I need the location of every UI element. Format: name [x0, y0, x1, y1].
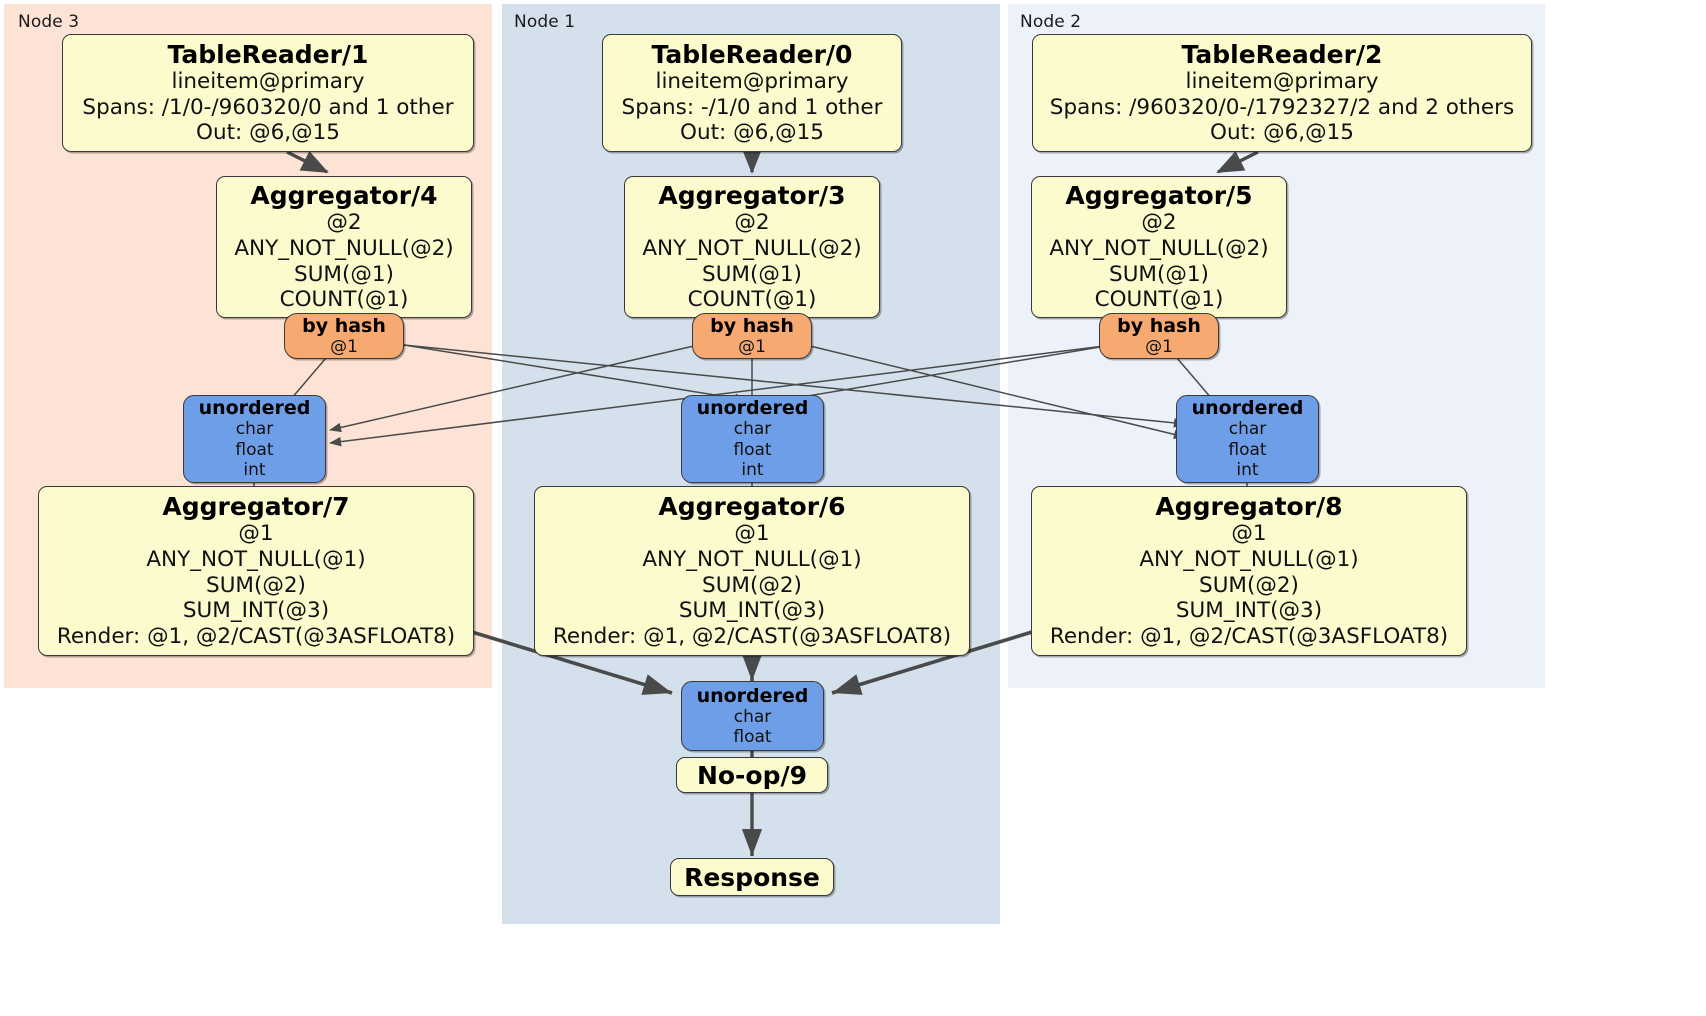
synchronizer-unordered-node3-title: unordered	[198, 397, 311, 420]
aggregator-7-title: Aggregator/7	[162, 492, 350, 521]
node-panel-label-node1: Node 1	[514, 12, 576, 32]
synchronizer-unordered-node2[interactable]: unordered char float int	[1176, 395, 1319, 483]
table-reader-1-out: Out: @6,@15	[196, 120, 340, 146]
aggregator-5-agg1: ANY_NOT_NULL(@2)	[1049, 235, 1269, 261]
table-reader-0[interactable]: TableReader/0 lineitem@primary Spans: -/…	[602, 34, 902, 152]
router-by-hash-node3[interactable]: by hash @1	[284, 313, 404, 359]
no-op-9[interactable]: No-op/9	[676, 757, 828, 793]
response-node-title: Response	[684, 862, 820, 892]
aggregator-7[interactable]: Aggregator/7 @1 ANY_NOT_NULL(@1) SUM(@2)…	[38, 486, 474, 656]
aggregator-5-title: Aggregator/5	[1065, 180, 1253, 210]
aggregator-4-agg1: ANY_NOT_NULL(@2)	[234, 235, 454, 261]
final-synchronizer-type-2: float	[733, 727, 772, 748]
table-reader-1-title: TableReader/1	[167, 39, 369, 69]
aggregator-4-group: @2	[326, 209, 362, 235]
aggregator-8-group: @1	[1231, 521, 1267, 546]
aggregator-3-agg1: ANY_NOT_NULL(@2)	[642, 235, 862, 261]
synchronizer-unordered-node2-type-2: float	[1228, 439, 1267, 460]
router-by-hash-node2-column: @1	[1145, 336, 1173, 357]
aggregator-6-agg3: SUM_INT(@3)	[678, 598, 826, 624]
table-reader-0-title: TableReader/0	[651, 39, 853, 69]
table-reader-0-out: Out: @6,@15	[680, 120, 824, 146]
synchronizer-unordered-node1[interactable]: unordered char float int	[681, 395, 824, 483]
synchronizer-unordered-node2-type-1: char	[1228, 419, 1267, 440]
table-reader-0-table: lineitem@primary	[655, 68, 849, 94]
table-reader-1-table: lineitem@primary	[171, 68, 365, 94]
aggregator-8-title: Aggregator/8	[1155, 492, 1343, 521]
synchronizer-unordered-node3-type-1: char	[235, 419, 274, 440]
node-panel-label-node3: Node 3	[18, 12, 80, 32]
aggregator-4-title: Aggregator/4	[250, 180, 438, 210]
aggregator-4-agg2: SUM(@1)	[294, 261, 394, 287]
aggregator-3-title: Aggregator/3	[658, 180, 846, 210]
aggregator-5-group: @2	[1141, 209, 1177, 235]
table-reader-1-spans: Spans: /1/0-/960320/0 and 1 other	[82, 94, 454, 120]
table-reader-2[interactable]: TableReader/2 lineitem@primary Spans: /9…	[1032, 34, 1532, 152]
table-reader-2-table: lineitem@primary	[1185, 68, 1379, 94]
aggregator-8-render: Render: @1, @2/CAST(@3ASFLOAT8)	[1049, 624, 1449, 650]
aggregator-6-group: @1	[734, 521, 770, 546]
aggregator-8-agg3: SUM_INT(@3)	[1175, 598, 1323, 624]
synchronizer-unordered-node3-type-3: int	[243, 460, 266, 481]
router-by-hash-node1-title: by hash	[710, 314, 794, 337]
aggregator-5[interactable]: Aggregator/5 @2 ANY_NOT_NULL(@2) SUM(@1)…	[1031, 176, 1287, 318]
synchronizer-unordered-node2-title: unordered	[1191, 397, 1304, 420]
router-by-hash-node1[interactable]: by hash @1	[692, 313, 812, 359]
synchronizer-unordered-node1-type-2: float	[733, 439, 772, 460]
aggregator-8-agg2: SUM(@2)	[1199, 572, 1299, 598]
router-by-hash-node2-title: by hash	[1117, 314, 1201, 337]
aggregator-5-agg3: COUNT(@1)	[1094, 287, 1224, 313]
synchronizer-unordered-node1-title: unordered	[696, 397, 809, 420]
router-by-hash-node2[interactable]: by hash @1	[1099, 313, 1219, 359]
aggregator-6-title: Aggregator/6	[658, 492, 846, 521]
aggregator-3[interactable]: Aggregator/3 @2 ANY_NOT_NULL(@2) SUM(@1)…	[624, 176, 880, 318]
router-by-hash-node3-column: @1	[330, 336, 358, 357]
synchronizer-unordered-node1-type-3: int	[741, 460, 764, 481]
synchronizer-unordered-node3[interactable]: unordered char float int	[183, 395, 326, 483]
table-reader-2-out: Out: @6,@15	[1210, 120, 1354, 146]
aggregator-6-agg2: SUM(@2)	[702, 572, 802, 598]
synchronizer-unordered-node3-type-2: float	[235, 439, 274, 460]
aggregator-3-group: @2	[734, 209, 770, 235]
aggregator-5-agg2: SUM(@1)	[1109, 261, 1209, 287]
aggregator-6-render: Render: @1, @2/CAST(@3ASFLOAT8)	[552, 624, 952, 650]
final-synchronizer-title: unordered	[696, 684, 809, 707]
response-node[interactable]: Response	[670, 858, 834, 896]
no-op-9-title: No-op/9	[696, 760, 808, 790]
aggregator-4-agg3: COUNT(@1)	[279, 287, 409, 313]
final-synchronizer-type-1: char	[733, 706, 772, 727]
synchronizer-unordered-node1-type-1: char	[733, 419, 772, 440]
aggregator-4[interactable]: Aggregator/4 @2 ANY_NOT_NULL(@2) SUM(@1)…	[216, 176, 472, 318]
table-reader-2-title: TableReader/2	[1181, 39, 1383, 69]
router-by-hash-node1-column: @1	[738, 336, 766, 357]
aggregator-7-render: Render: @1, @2/CAST(@3ASFLOAT8)	[56, 624, 456, 650]
aggregator-8-agg1: ANY_NOT_NULL(@1)	[1139, 546, 1359, 572]
aggregator-3-agg2: SUM(@1)	[702, 261, 802, 287]
aggregator-7-agg2: SUM(@2)	[206, 572, 306, 598]
node-panel-label-node2: Node 2	[1020, 12, 1082, 32]
final-synchronizer-unordered[interactable]: unordered char float	[681, 681, 824, 751]
aggregator-3-agg3: COUNT(@1)	[687, 287, 817, 313]
aggregator-7-agg3: SUM_INT(@3)	[182, 598, 330, 624]
aggregator-7-agg1: ANY_NOT_NULL(@1)	[146, 546, 366, 572]
table-reader-0-spans: Spans: -/1/0 and 1 other	[621, 94, 883, 120]
aggregator-8[interactable]: Aggregator/8 @1 ANY_NOT_NULL(@1) SUM(@2)…	[1031, 486, 1467, 656]
table-reader-2-spans: Spans: /960320/0-/1792327/2 and 2 others	[1049, 94, 1515, 120]
aggregator-6[interactable]: Aggregator/6 @1 ANY_NOT_NULL(@1) SUM(@2)…	[534, 486, 970, 656]
aggregator-6-agg1: ANY_NOT_NULL(@1)	[642, 546, 862, 572]
table-reader-1[interactable]: TableReader/1 lineitem@primary Spans: /1…	[62, 34, 474, 152]
synchronizer-unordered-node2-type-3: int	[1236, 460, 1259, 481]
router-by-hash-node3-title: by hash	[302, 314, 386, 337]
aggregator-7-group: @1	[238, 521, 274, 546]
